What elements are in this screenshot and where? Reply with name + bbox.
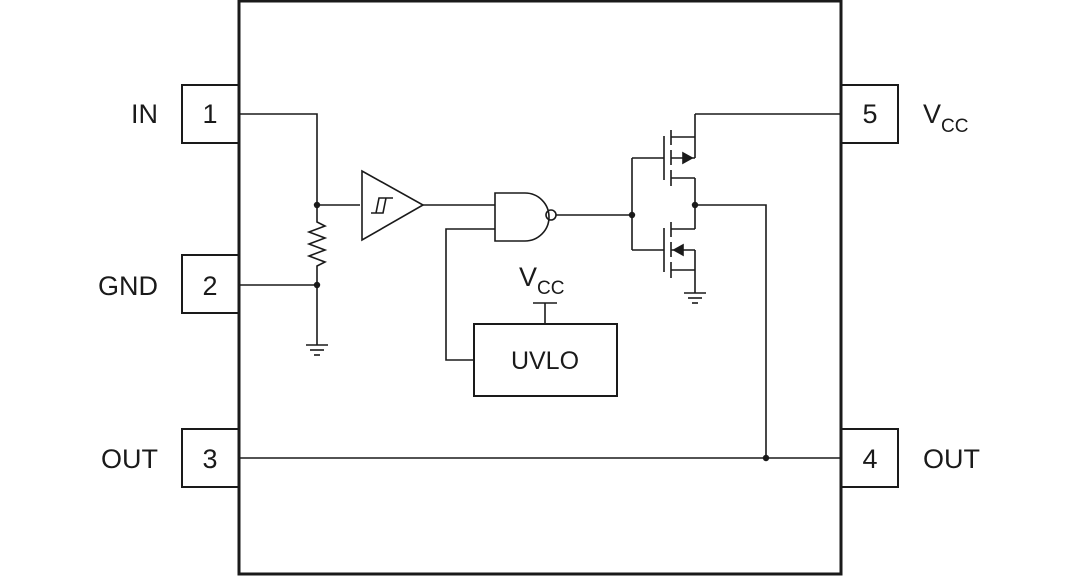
pin-1-name: IN [131,99,158,129]
output-node-wire [695,204,767,458]
junction-gnd [313,281,321,289]
pin-2-box [181,254,240,314]
uvlo-label: UVLO [511,347,579,375]
schmitt-buffer [361,169,425,242]
pin-5-name-sub: CC [941,116,968,137]
uvlo-vcc-sub: CC [537,278,564,299]
pin-2-number: 2 [202,271,217,301]
pin-3-name: OUT [101,444,158,474]
pin-4-name: OUT [923,444,980,474]
junction-out-rail [762,454,770,462]
uvlo-to-nand-wire [445,228,495,361]
pin-5-name-main: V [923,99,941,129]
pin-4-number: 4 [862,444,877,474]
pin-5-name: VCC [923,99,968,137]
pin-2-name: GND [98,271,158,301]
pin-3-number: 3 [202,444,217,474]
junction-output-node [691,201,699,209]
nmos-arrow [672,243,684,257]
uvlo-vcc-label: VCC [519,262,564,299]
ground-symbol-input [306,344,328,356]
nand-gate [494,192,550,242]
pmos-arrow [682,151,694,165]
pin-5-number: 5 [862,99,877,129]
nand-inversion-bubble [545,209,557,221]
junction-in [313,201,321,209]
pin-1-number: 1 [202,99,217,129]
ground-symbol-output [684,292,706,304]
junction-gates [628,211,636,219]
hysteresis-symbol [371,197,393,214]
in-wire [239,113,360,206]
uvlo-vcc-main: V [519,262,537,292]
pulldown-resistor [306,205,328,345]
nmos-transistor [663,205,696,293]
